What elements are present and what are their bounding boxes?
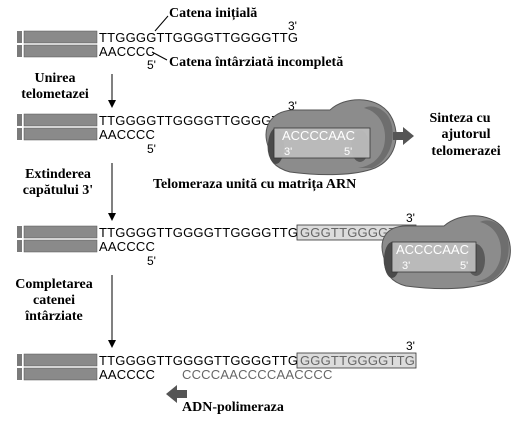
dna-bar-top [17, 114, 22, 126]
row-telomerase-bound: TTGGGGTTGGGGTTGGGGTTG 3' AACCCC 5' ACCCC… [17, 99, 501, 192]
five-prime-label: 5' [460, 260, 468, 272]
extension-box [296, 352, 417, 369]
dna-bar-top [23, 30, 98, 44]
polymerase-arrow [166, 385, 187, 403]
telomerase-enzyme: ACCCCAAC 3' 5' [265, 99, 397, 176]
leading-strand-seq: TTGGGGTTGGGGTTGGGGTTG [99, 113, 298, 128]
leading-strand-seq: TTGGGGTTGGGGTTGGGGTTG [99, 30, 298, 45]
dna-bar-top [17, 226, 22, 238]
lagging-incomplete-label: Catena întârziată incompletă [169, 55, 343, 70]
dna-bar-bottom [23, 239, 98, 253]
step-completion: Completarea catenei întârziate [15, 275, 116, 348]
step-label: telometazei [21, 87, 89, 102]
three-prime-label: 3' [402, 260, 410, 272]
dna-bar-top [23, 225, 98, 239]
synthesis-arrow [393, 127, 414, 145]
lagging-fill-seq: CCCCAACCCCAACCCC [182, 367, 333, 382]
five-prime-label: 5' [147, 254, 156, 268]
dna-bar-top [17, 31, 22, 43]
dna-bar-bottom [17, 45, 22, 57]
step-label: întârziate [24, 309, 83, 324]
dna-bar-top [17, 354, 22, 366]
dna-bar-top [23, 353, 98, 367]
three-prime-label: 3' [288, 19, 297, 33]
row-extended: TTGGGGTTGGGGTTGGGGTTG GGGTTGGGGTTG 3' AA… [17, 211, 511, 290]
five-prime-label: 5' [147, 142, 156, 156]
row-initial: TTGGGGTTGGGGTTGGGGTTG 3' AACCCC 5' Caten… [17, 6, 343, 72]
lagging-strand-seq: AACCCC [99, 367, 155, 382]
pointer-line [154, 15, 169, 32]
step-extension: Extinderea capătului 3' [23, 163, 116, 221]
three-prime-label: 3' [406, 211, 415, 225]
five-prime-label: 5' [147, 58, 156, 72]
leading-strand-seq: TTGGGGTTGGGGTTGGGGTTG [99, 225, 298, 240]
lagging-strand-seq: AACCCC [99, 127, 155, 142]
step-label: Unirea [35, 71, 76, 86]
step-label: Extinderea [25, 167, 91, 182]
five-prime-label: 5' [344, 146, 352, 158]
lagging-strand-seq: AACCCC [99, 239, 155, 254]
three-prime-label: 3' [284, 146, 292, 158]
row-completed: TTGGGGTTGGGGTTGGGGTTG GGGTTGGGGTTG 3' AA… [17, 339, 417, 415]
extension-seq: GGGTTGGGGTTG [300, 353, 415, 368]
synthesis-label: Sinteza cu [429, 111, 490, 126]
step-label: catenei [33, 293, 75, 308]
three-prime-label: 3' [288, 99, 297, 113]
telomerase-enzyme: ACCCCAAC 3' 5' [381, 215, 511, 290]
dna-bar-bottom [23, 127, 98, 141]
telomerase-rna-label: Telomeraza unită cu matrița ARN [153, 177, 356, 192]
step-label: Completarea [15, 277, 93, 292]
rna-template-seq: ACCCCAAC [396, 242, 469, 257]
step-binding: Unirea telometazei [21, 71, 116, 108]
initial-strand-label: Catena inițială [169, 6, 257, 21]
three-prime-label: 3' [406, 339, 415, 353]
dna-bar-bottom [17, 240, 22, 252]
dna-polymerase-label: ADN-polimeraza [182, 400, 284, 415]
synthesis-label: ajutorul [442, 127, 491, 142]
step-label: capătului 3' [23, 183, 93, 198]
dna-bar-bottom [23, 367, 98, 381]
dna-bar-bottom [23, 44, 98, 58]
dna-bar-bottom [17, 368, 22, 380]
leading-strand-seq: TTGGGGTTGGGGTTGGGGTTG [99, 353, 298, 368]
pointer-line [151, 51, 168, 61]
synthesis-label: telomerazei [431, 144, 500, 159]
lagging-strand-seq: AACCCC [99, 44, 155, 59]
dna-bar-top [23, 113, 98, 127]
dna-bar-bottom [17, 128, 22, 140]
rna-template-seq: ACCCCAAC [282, 128, 355, 143]
